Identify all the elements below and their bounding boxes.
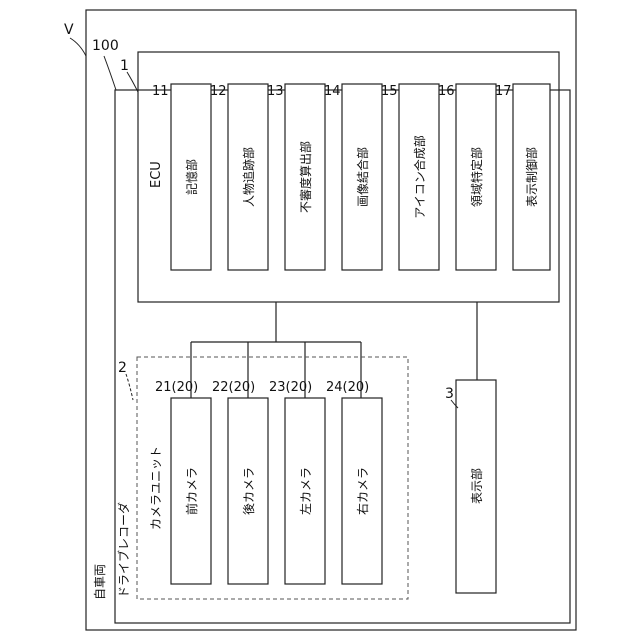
ecu-unit-17: 17 表示制御部 <box>495 84 550 270</box>
camera-label: 左カメラ <box>298 467 313 515</box>
camera-rear: 22(20) 後カメラ <box>212 380 268 584</box>
ecu-unit-label: 領域特定部 <box>469 147 484 207</box>
ecu-unit-label: 人物追跡部 <box>241 147 256 207</box>
display-text: 表示部 <box>469 468 484 504</box>
camera-label: 右カメラ <box>355 467 370 515</box>
vehicle-outer-frame <box>86 10 576 630</box>
ecu-units: 11 記憶部 12 人物追跡部 13 不審度算出部 14 画像結合部 15 アイ… <box>152 84 550 270</box>
ecu-unit-label: 表示制御部 <box>524 147 539 207</box>
ecu-unit-15: 15 アイコン合成部 <box>381 84 439 270</box>
ecu-unit-label: 不審度算出部 <box>298 141 313 213</box>
camera-number: 23(20) <box>269 380 312 395</box>
vehicle-text: 自車両 <box>93 564 107 600</box>
ecu-unit-number: 15 <box>381 84 398 99</box>
ecu-text: ECU <box>149 161 164 188</box>
recorder-text: ドライブレコーダ <box>116 502 131 598</box>
camera-right: 24(20) 右カメラ <box>326 380 382 584</box>
ecu-unit-label: 記憶部 <box>184 159 199 195</box>
ecu-ref-label: 1 <box>120 58 129 74</box>
ecu-unit-number: 14 <box>324 84 341 99</box>
ecu-unit-label: 画像結合部 <box>355 147 370 207</box>
ecu-unit-13: 13 不審度算出部 <box>267 84 325 270</box>
ecu-unit-number: 13 <box>267 84 284 99</box>
vehicle-number-label: 100 <box>92 38 119 54</box>
recorder-ref-leader <box>126 374 133 400</box>
camera-unit-text: カメラユニット <box>149 446 163 530</box>
camera-number: 22(20) <box>212 380 255 395</box>
ecu-unit-14: 14 画像結合部 <box>324 84 382 270</box>
vehicle-ref-leader <box>70 38 86 56</box>
recorder-ref-label: 2 <box>118 360 127 376</box>
camera-left: 23(20) 左カメラ <box>269 380 325 584</box>
ecu-unit-label: アイコン合成部 <box>412 135 427 218</box>
cameras: 21(20) 前カメラ 22(20) 後カメラ 23(20) 左カメラ 24(2… <box>155 380 382 584</box>
vehicle-ref-label: V <box>64 22 74 38</box>
ecu-ref-leader <box>127 72 138 92</box>
camera-number: 24(20) <box>326 380 369 395</box>
ecu-unit-16: 16 領域特定部 <box>438 84 496 270</box>
camera-front: 21(20) 前カメラ <box>155 380 211 584</box>
ecu-unit-number: 16 <box>438 84 455 99</box>
camera-label: 前カメラ <box>184 467 199 515</box>
ecu-unit-number: 17 <box>495 84 512 99</box>
vehicle-number-leader <box>104 56 116 90</box>
camera-number: 21(20) <box>155 380 198 395</box>
ecu-unit-12: 12 人物追跡部 <box>210 84 268 270</box>
camera-label: 後カメラ <box>242 467 256 515</box>
ecu-unit-number: 11 <box>152 84 169 99</box>
ecu-unit-number: 12 <box>210 84 227 99</box>
display-ref-label: 3 <box>445 386 454 402</box>
